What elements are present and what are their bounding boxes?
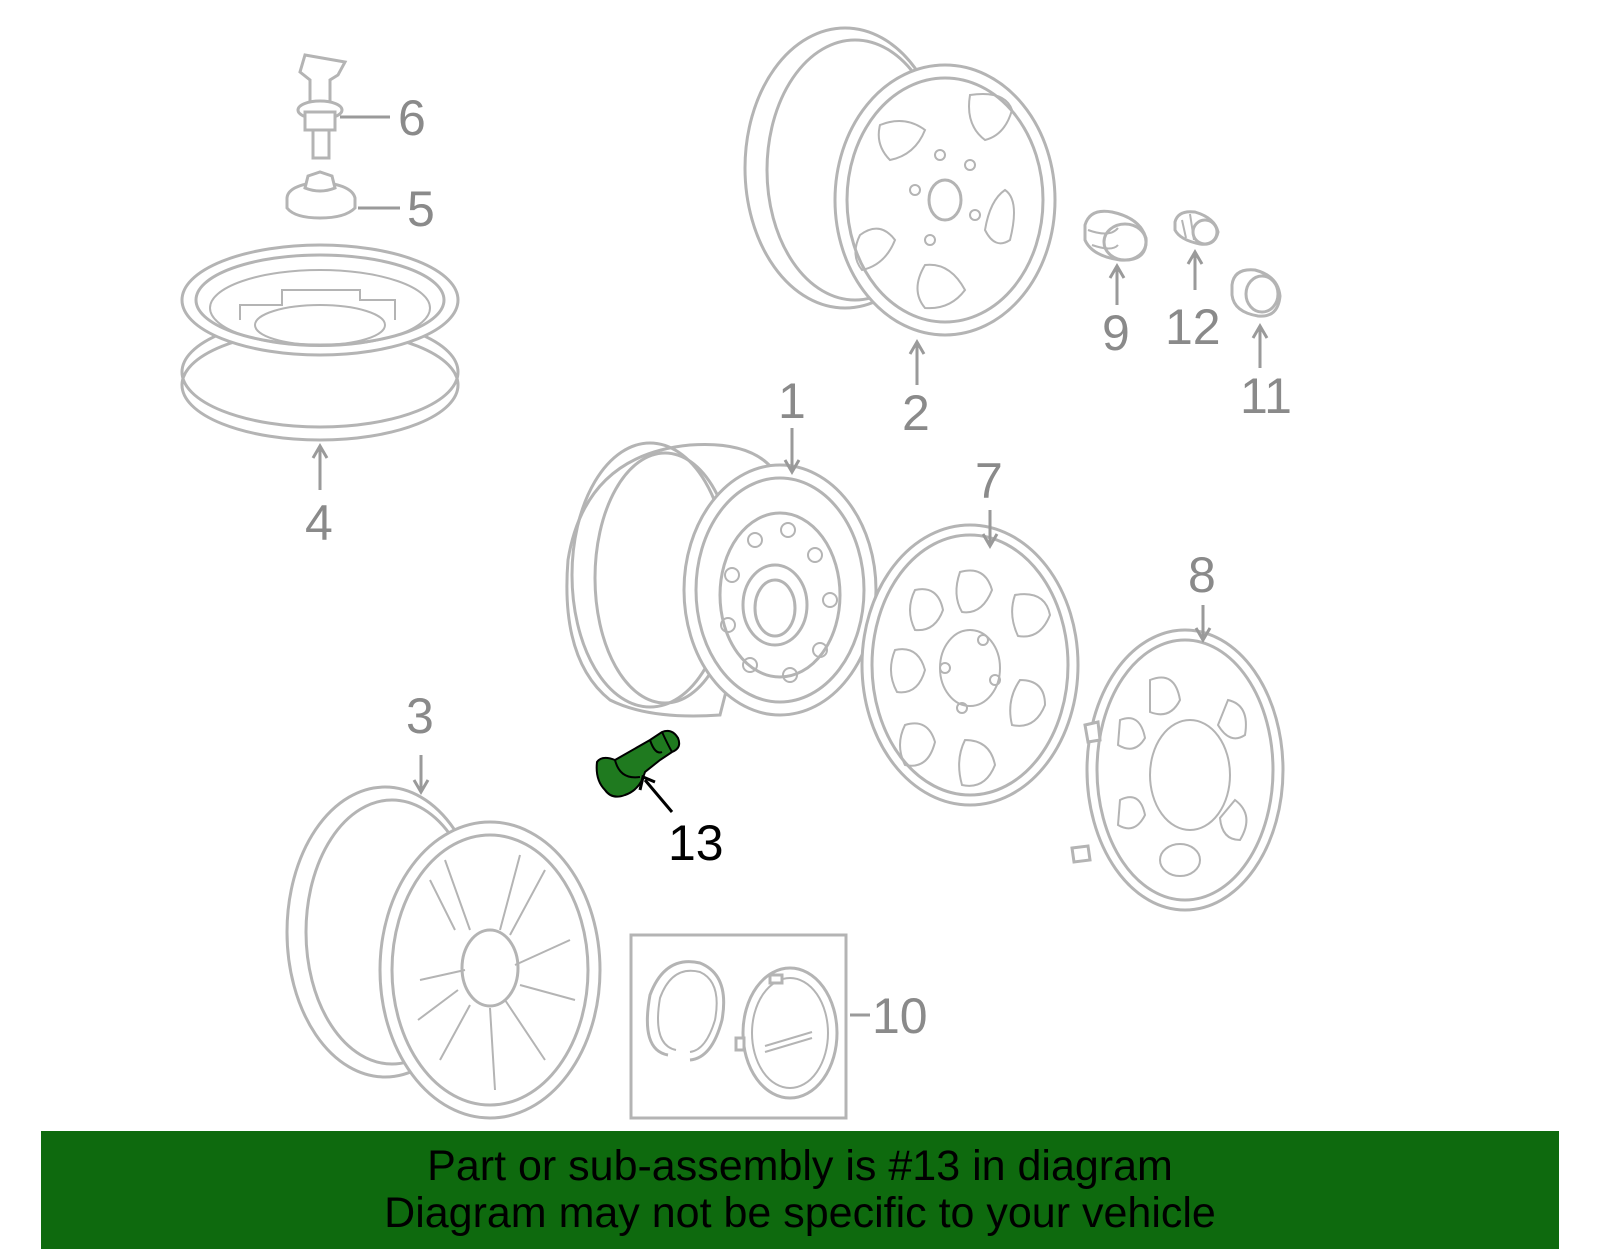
callout-3: 3 (406, 688, 434, 744)
callout-4: 4 (305, 495, 333, 551)
part-10-center-cap (645, 960, 839, 1100)
callout-5: 5 (407, 181, 435, 237)
callout-10: 10 (872, 988, 928, 1044)
part-4-spare-wheel (180, 243, 460, 442)
part-1-steel-wheel (565, 441, 878, 718)
part-3-alloy-wheel (285, 785, 602, 1120)
part-10-box (629, 933, 848, 1120)
callout-6: 6 (398, 90, 426, 146)
callout-8: 8 (1188, 547, 1216, 603)
callout-13: 13 (668, 815, 724, 871)
banner-line-1: Part or sub-assembly is #13 in diagram (427, 1142, 1173, 1190)
part-13-valve-stem (595, 729, 681, 798)
part-5-nut (285, 170, 357, 220)
banner-line-2: Diagram may not be specific to your vehi… (384, 1189, 1216, 1237)
callout-9: 9 (1102, 305, 1130, 361)
callout-1: 1 (778, 373, 806, 429)
callout-7: 7 (975, 453, 1003, 509)
part-7-wheel-cover (860, 523, 1080, 807)
callout-11: 11 (1240, 368, 1292, 424)
part-11-cap (1230, 268, 1282, 318)
part-8-hub-cap (1070, 628, 1285, 912)
callout-2: 2 (902, 385, 930, 441)
info-banner: Part or sub-assembly is #13 in diagram D… (41, 1131, 1559, 1249)
part-2-alloy-wheel (743, 26, 1057, 337)
callout-12: 12 (1165, 299, 1221, 355)
part-9-cap (1083, 209, 1148, 262)
part-12-cap (1173, 210, 1220, 246)
part-6-valve (296, 53, 348, 160)
parts-diagram: 6 5 4 2 (180, 26, 1292, 1120)
